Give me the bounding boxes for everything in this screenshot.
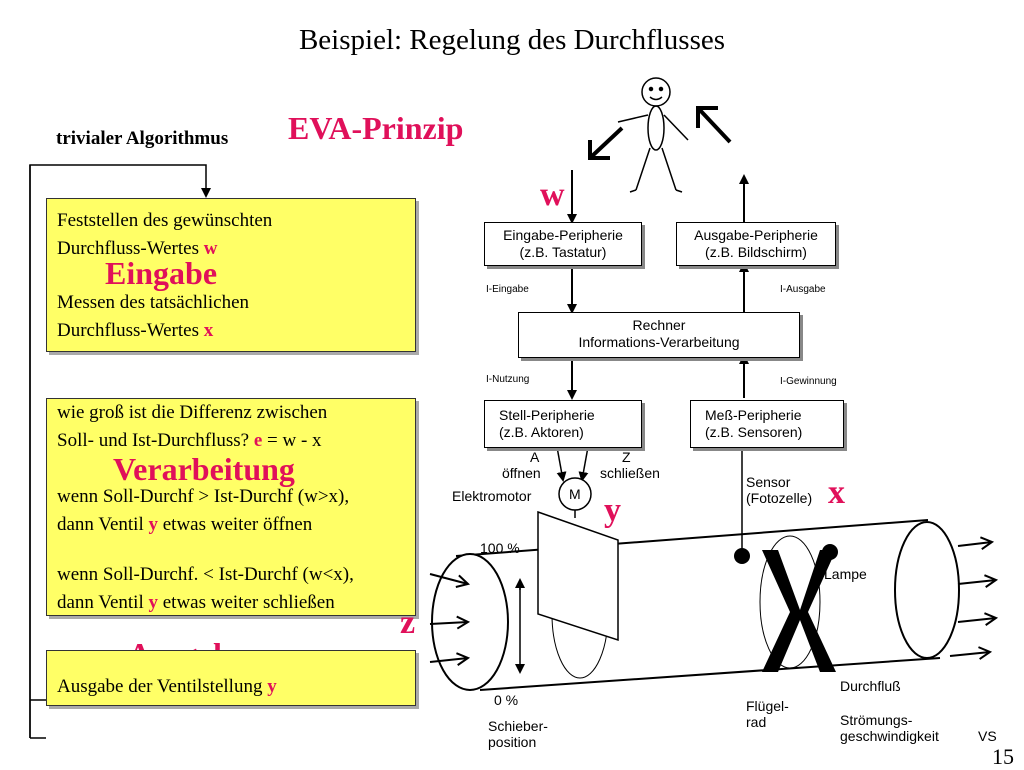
box2-line4: dann Ventil y etwas weiter öffnen — [57, 514, 313, 535]
box1-line2: Durchfluss-Wertes w — [57, 238, 218, 259]
user-figure — [617, 77, 689, 193]
label-close: schließen — [600, 465, 660, 481]
gate-valve — [537, 510, 619, 642]
box2-line5: wenn Soll-Durchf. < Ist-Durchf (w<x), — [57, 564, 354, 585]
box2-line2: Soll- und Ist-Durchfluss? e = w - x — [57, 430, 322, 451]
symbol-z: z — [400, 604, 416, 641]
processing-step-box: wie groß ist die Differenz zwischen Soll… — [46, 398, 416, 616]
label-flow: Durchfluß — [840, 678, 901, 694]
box3-line1: Ausgabe der Ventilstellung y — [57, 676, 277, 697]
symbol-x: x — [828, 474, 845, 511]
box2-line3: wenn Soll-Durchf > Ist-Durchf (w>x), — [57, 486, 350, 507]
box1-line1: Feststellen des gewünschten — [57, 210, 273, 231]
output-arrow-big — [696, 106, 732, 144]
motor-label: M — [569, 486, 581, 502]
impeller — [762, 550, 836, 672]
label-flow-velocity: Strömungs- geschwindigkeit — [840, 712, 939, 744]
input-step-box: Feststellen des gewünschten Durchfluss-W… — [46, 198, 416, 352]
flow-label-input: I-Eingabe — [486, 284, 529, 295]
box2-line1: wie groß ist die Differenz zwischen — [57, 402, 328, 423]
symbol-y: y — [604, 492, 621, 529]
computer-block: Rechner Informations-Verarbeitung — [518, 312, 800, 358]
eva-heading: EVA-Prinzip — [288, 110, 464, 146]
label-0-percent: 0 % — [494, 692, 519, 708]
box2-line6: dann Ventil y etwas weiter schließen — [57, 592, 335, 613]
label-z: Z — [622, 449, 631, 465]
label-sensor: Sensor (Fotozelle) — [746, 474, 813, 506]
page-number: 15 — [992, 744, 1014, 769]
actuator-peripheral-block: Stell-Peripherie (z.B. Aktoren) — [484, 400, 642, 448]
label-lamp: Lampe — [824, 566, 867, 582]
output-peripheral-block: Ausgabe-Peripherie (z.B. Bildschirm) — [676, 222, 836, 266]
label-electromotor: Elektromotor — [452, 488, 532, 504]
label-100-percent: 100 % — [480, 540, 520, 556]
symbol-w: w — [540, 176, 565, 213]
output-step-box: Ausgabe der Ventilstellung y — [46, 650, 416, 706]
flow-label-acquisition: I-Gewinnung — [780, 376, 837, 387]
eingabe-label: Eingabe — [105, 255, 218, 291]
flow-label-usage: I-Nutzung — [486, 374, 530, 385]
box1-line4: Durchfluss-Wertes x — [57, 320, 214, 341]
algorithm-heading: trivialer Algorithmus — [56, 128, 229, 149]
slide-title: Beispiel: Regelung des Durchflusses — [298, 24, 726, 56]
label-open: öffnen — [502, 465, 541, 481]
label-a: A — [530, 449, 540, 465]
flow-label-output: I-Ausgabe — [780, 284, 826, 295]
input-peripheral-block: Eingabe-Peripherie (z.B. Tastatur) — [484, 222, 642, 266]
verarbeitung-label: Verarbeitung — [113, 451, 295, 487]
label-vs: VS — [978, 728, 997, 744]
label-impeller: Flügel- rad — [746, 698, 789, 730]
box1-line3: Messen des tatsächlichen — [57, 292, 250, 313]
sensor-peripheral-block: Meß-Peripherie (z.B. Sensoren) — [690, 400, 844, 448]
label-gate-position: Schieber- position — [488, 718, 548, 750]
input-arrow-big — [588, 126, 624, 160]
